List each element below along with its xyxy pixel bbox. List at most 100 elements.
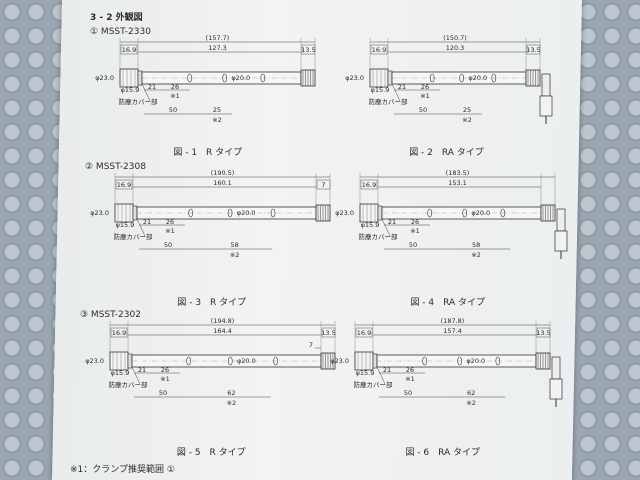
overall-dim: (157.7) <box>206 34 230 42</box>
slot <box>422 356 428 366</box>
left-dim: 16.9 <box>122 46 136 54</box>
dia3-label: φ20.0 <box>237 357 256 365</box>
dia1-label: φ23.0 <box>345 74 364 82</box>
slot <box>495 356 501 366</box>
note-2: ※2 <box>471 251 481 259</box>
body-dim: 120.3 <box>446 44 465 52</box>
connector-block <box>114 203 134 223</box>
dim-d: 58 <box>230 241 238 249</box>
cover-label: 防塵カバー部 <box>359 232 399 241</box>
slot <box>227 356 233 366</box>
model-label: ① MSST-2330 <box>90 27 151 37</box>
cover-ring <box>387 70 393 86</box>
dim-c: 50 <box>169 106 177 114</box>
body-dim: 157.4 <box>443 327 462 335</box>
ra-connector <box>541 73 551 97</box>
cover-ring <box>132 205 138 221</box>
dia2-label: φ15.9 <box>371 86 390 94</box>
note-2: ※2 <box>466 399 476 407</box>
cover-ring <box>377 205 383 221</box>
dim-b: 26 <box>406 366 414 374</box>
body-dim: 153.1 <box>448 179 467 187</box>
right-dim: 13.5 <box>526 46 540 54</box>
ra-plug <box>549 378 563 400</box>
dia1-label: φ23.0 <box>335 209 354 217</box>
left-dim: 16.9 <box>372 46 386 54</box>
ra-plug <box>554 230 568 252</box>
dim-c: 50 <box>404 389 412 397</box>
right-dim: 13.5 <box>301 46 315 54</box>
body-dim: 160.1 <box>213 179 232 187</box>
model-label: ③ MSST-2302 <box>80 310 141 320</box>
cover-leader <box>131 366 141 385</box>
slot <box>270 208 276 218</box>
left-dim: 16.9 <box>362 181 376 189</box>
left-dim-box <box>360 179 378 190</box>
overall-dim: (150.7) <box>443 34 467 42</box>
model-label: ② MSST-2308 <box>85 162 146 172</box>
slot <box>500 208 506 218</box>
left-dim-box <box>120 44 138 55</box>
dim-c: 50 <box>159 389 167 397</box>
ra-connector <box>551 356 561 380</box>
note-1: ※1 <box>160 375 170 383</box>
slot <box>491 73 497 83</box>
dim-d: 62 <box>227 389 235 397</box>
right-dim: 13.5 <box>536 329 550 337</box>
section-title: 3 - 2 外観図 <box>90 11 143 23</box>
cover-leader <box>141 83 151 102</box>
slot <box>427 208 433 218</box>
note-1: ※1 <box>405 375 415 383</box>
cover-leader <box>391 83 401 102</box>
slot <box>429 73 435 83</box>
dim-a: 21 <box>398 83 406 91</box>
overall-dim: (190.5) <box>211 169 235 177</box>
cover-label: 防塵カバー部 <box>109 380 149 389</box>
dim-c: 50 <box>409 241 417 249</box>
connector-block <box>109 351 129 371</box>
note-2: ※2 <box>212 116 222 124</box>
cover-label: 防塵カバー部 <box>354 380 394 389</box>
dia2-label: φ15.9 <box>356 369 375 377</box>
ra-plug <box>539 95 553 117</box>
left-dim: 16.9 <box>357 329 371 337</box>
cover-leader <box>381 218 391 237</box>
dim-extra: 7 <box>309 341 313 349</box>
dim-b: 26 <box>421 83 429 91</box>
slot <box>187 73 192 83</box>
cover-label: 防塵カバー部 <box>114 232 154 241</box>
slot <box>227 208 233 218</box>
note-2: ※2 <box>227 399 237 407</box>
dim-b: 26 <box>171 83 179 91</box>
dim-c: 50 <box>164 241 172 249</box>
dia3-label: φ20.0 <box>231 74 250 82</box>
left-dim-box <box>110 327 128 338</box>
dim-d: 62 <box>467 389 475 397</box>
dim-a: 21 <box>138 366 146 374</box>
slot <box>260 73 266 83</box>
left-dim-box <box>370 44 388 55</box>
cover-label: 防塵カバー部 <box>119 97 159 106</box>
left-dim: 16.9 <box>112 329 126 337</box>
dim-b: 26 <box>411 218 419 226</box>
figure-caption: 図 - 3 R タイプ <box>177 297 246 308</box>
ra-connector <box>556 208 566 232</box>
connector-block <box>354 351 374 371</box>
figure-caption: 図 - 4 RA タイプ <box>410 297 485 308</box>
dim-b: 26 <box>166 218 174 226</box>
dia2-label: φ15.9 <box>111 369 130 377</box>
dia2-label: φ15.9 <box>121 86 140 94</box>
figure-caption: 図 - 2 RA タイプ <box>409 147 484 158</box>
dim-b: 26 <box>161 366 169 374</box>
dia1-label: φ23.0 <box>85 357 104 365</box>
slot <box>188 208 193 218</box>
cover-leader <box>136 218 146 237</box>
cover-ring <box>137 70 143 86</box>
footnote: ※1：クランプ推奨範囲 ① <box>70 463 175 475</box>
left-dim-box <box>115 179 133 190</box>
